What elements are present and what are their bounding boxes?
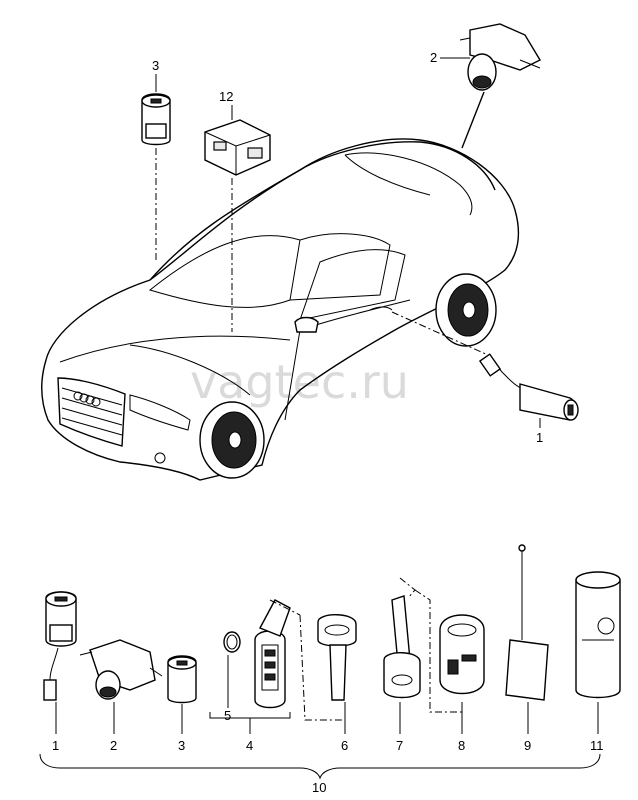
- lock-cylinder-icon: [141, 93, 171, 146]
- key-housing-icon: [439, 614, 485, 695]
- callout-10: 10: [312, 780, 326, 795]
- callout-6: 6: [341, 738, 348, 753]
- lock-cylinder-cable-icon: [43, 591, 77, 701]
- callout-1-car: 1: [536, 430, 543, 445]
- callout-2-top: 2: [430, 50, 437, 65]
- key-tag-icon: [505, 544, 549, 701]
- callout-11: 11: [590, 738, 604, 753]
- callout-4: 4: [246, 738, 253, 753]
- callout-5: 5: [224, 708, 231, 723]
- control-unit-icon: [204, 119, 271, 176]
- car-body-icon: [41, 138, 520, 481]
- ignition-lock-icon: [459, 23, 541, 91]
- callout-7: 7: [396, 738, 403, 753]
- group-bracket: [39, 753, 601, 780]
- callout-3-bottom: 3: [178, 738, 185, 753]
- callout-8: 8: [458, 738, 465, 753]
- callout-2-bottom: 2: [110, 738, 117, 753]
- flip-key-icon: [383, 595, 421, 699]
- battery-icon: [223, 631, 241, 653]
- callout-1-bottom: 1: [52, 738, 59, 753]
- lock-cylinder-bottom-icon: [167, 655, 197, 704]
- callout-9: 9: [524, 738, 531, 753]
- callout-3-top: 3: [152, 58, 159, 73]
- key-blade-icon: [317, 614, 357, 701]
- door-lock-icon: [478, 353, 579, 421]
- remote-key-icon: [254, 599, 291, 709]
- callout-12: 12: [219, 89, 233, 104]
- ignition-lock-bottom-icon: [79, 639, 163, 700]
- watermark-text: vagtec.ru: [190, 355, 409, 409]
- grease-can-icon: [575, 571, 621, 699]
